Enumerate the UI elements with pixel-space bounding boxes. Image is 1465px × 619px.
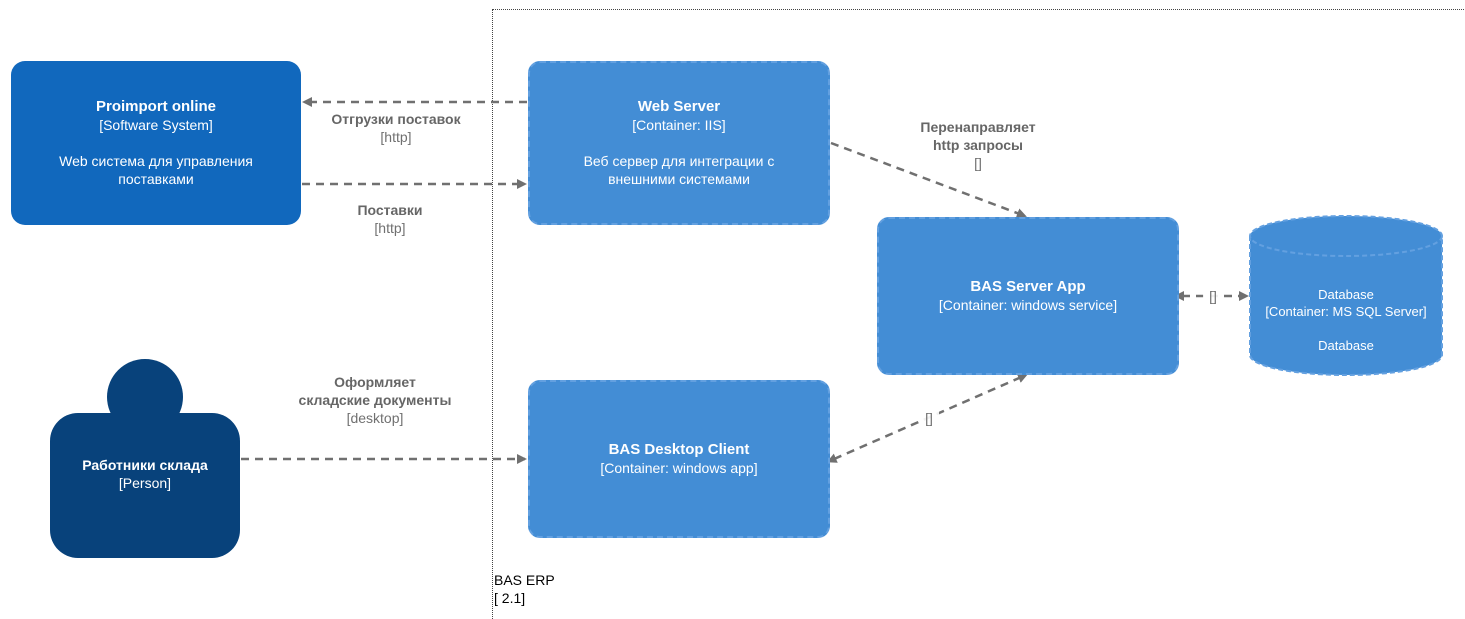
boundary-label: BAS ERP [ 2.1] [494,571,555,607]
external-system-type: [Software System] [99,117,213,133]
person-shape[interactable] [50,359,240,558]
server-app-type: [Container: windows service] [938,297,1118,313]
relation-person-to-desktop-tech: [desktop] [346,410,404,426]
desktop-client-title: BAS Desktop Client [608,441,750,458]
boundary-version: [ 2.1] [494,590,526,606]
container-bas-desktop-client[interactable]: BAS Desktop Client [Container: windows a… [528,380,830,538]
database-title: Database [1318,287,1374,302]
container-web-server[interactable]: Web Server [Container: IIS] Веб сервер д… [528,61,830,225]
relation-desktop-server-tech: [] [925,410,933,426]
web-server-title: Web Server [637,98,721,115]
database-description: Database [1318,338,1374,353]
person-title: Работники склада [82,457,208,473]
relation-web-to-external-text: Отгрузки поставок [331,111,461,127]
database-label: Database [Container: MS SQL Server] Data… [1250,286,1442,354]
relation-web-to-server-line2: http запросы [933,137,1023,153]
web-server-description: Веб сервер для интеграции с внешними сис… [583,153,775,187]
container-bas-server-app[interactable]: BAS Server App [Container: windows servi… [877,217,1179,375]
relation-external-to-web-tech: [http] [374,220,406,236]
external-system-title: Proimport online [96,98,216,115]
person-label: Работники склада [Person] [50,456,240,492]
relation-label-web-to-server: Перенаправляет http запросы [] [893,118,1063,172]
external-system-description: Web система для управления поставками [59,153,253,187]
relation-label-desktop-server: [] [919,409,939,427]
database-type: [Container: MS SQL Server] [1265,304,1427,319]
external-system-proimport[interactable]: Proimport online [Software System] Web с… [11,61,301,225]
relation-label-server-database: [] [1203,287,1223,305]
relation-server-database-tech: [] [1209,288,1217,304]
relation-external-to-web-text: Поставки [357,202,423,218]
relation-person-to-desktop-line1: Оформляет [334,374,416,390]
desktop-client-type: [Container: windows app] [600,460,758,476]
relation-web-to-server-line1: Перенаправляет [920,119,1036,135]
arrow-web-to-server [830,141,1027,218]
person-body [50,413,240,558]
web-server-type: [Container: IIS] [632,117,726,133]
relation-web-to-external-tech: [http] [380,129,412,145]
relation-web-to-server-tech: [] [974,155,982,171]
database-cylinder[interactable] [1249,215,1443,376]
system-boundary [492,9,1465,619]
boundary-name: BAS ERP [494,572,555,588]
server-app-title: BAS Server App [970,278,1086,295]
relation-label-person-to-desktop: Оформляет складские документы [desktop] [278,373,472,427]
relation-label-external-to-web: Поставки [http] [335,201,445,237]
relation-person-to-desktop-line2: складские документы [298,392,452,408]
relation-label-web-to-external: Отгрузки поставок [http] [316,110,476,146]
person-type: [Person] [118,475,172,491]
